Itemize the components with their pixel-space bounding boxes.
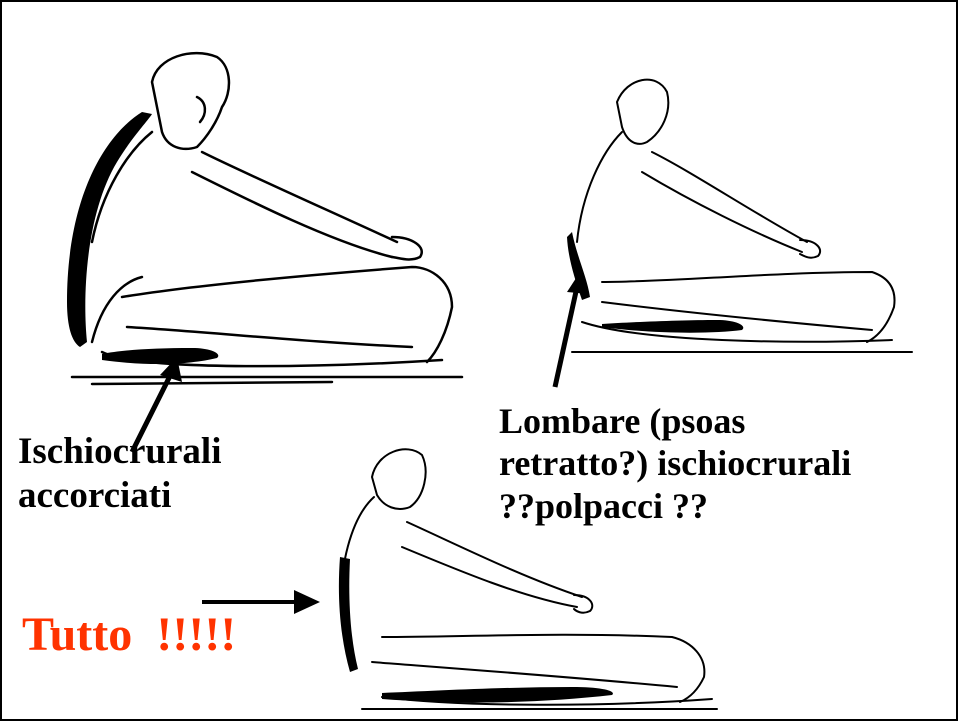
label-lombare-line2: retratto?) ischiocrurali xyxy=(499,442,851,484)
label-ischio-line2: accorciati xyxy=(18,474,221,518)
label-ischio-line1: Ischiocrurali xyxy=(18,430,221,474)
label-ischiocrurali: Ischiocrurali accorciati xyxy=(18,430,221,517)
figure-lumbar xyxy=(542,72,922,362)
label-lombare: Lombare (psoas retratto?) ischiocrurali … xyxy=(499,400,851,527)
label-lombare-line1: Lombare (psoas xyxy=(499,400,851,442)
label-tutto: Tutto !!!!! xyxy=(22,607,236,664)
figure-hamstrings xyxy=(32,42,482,392)
label-lombare-line3: ??polpacci ?? xyxy=(499,485,851,527)
arrow-to-lumbar xyxy=(547,272,597,392)
